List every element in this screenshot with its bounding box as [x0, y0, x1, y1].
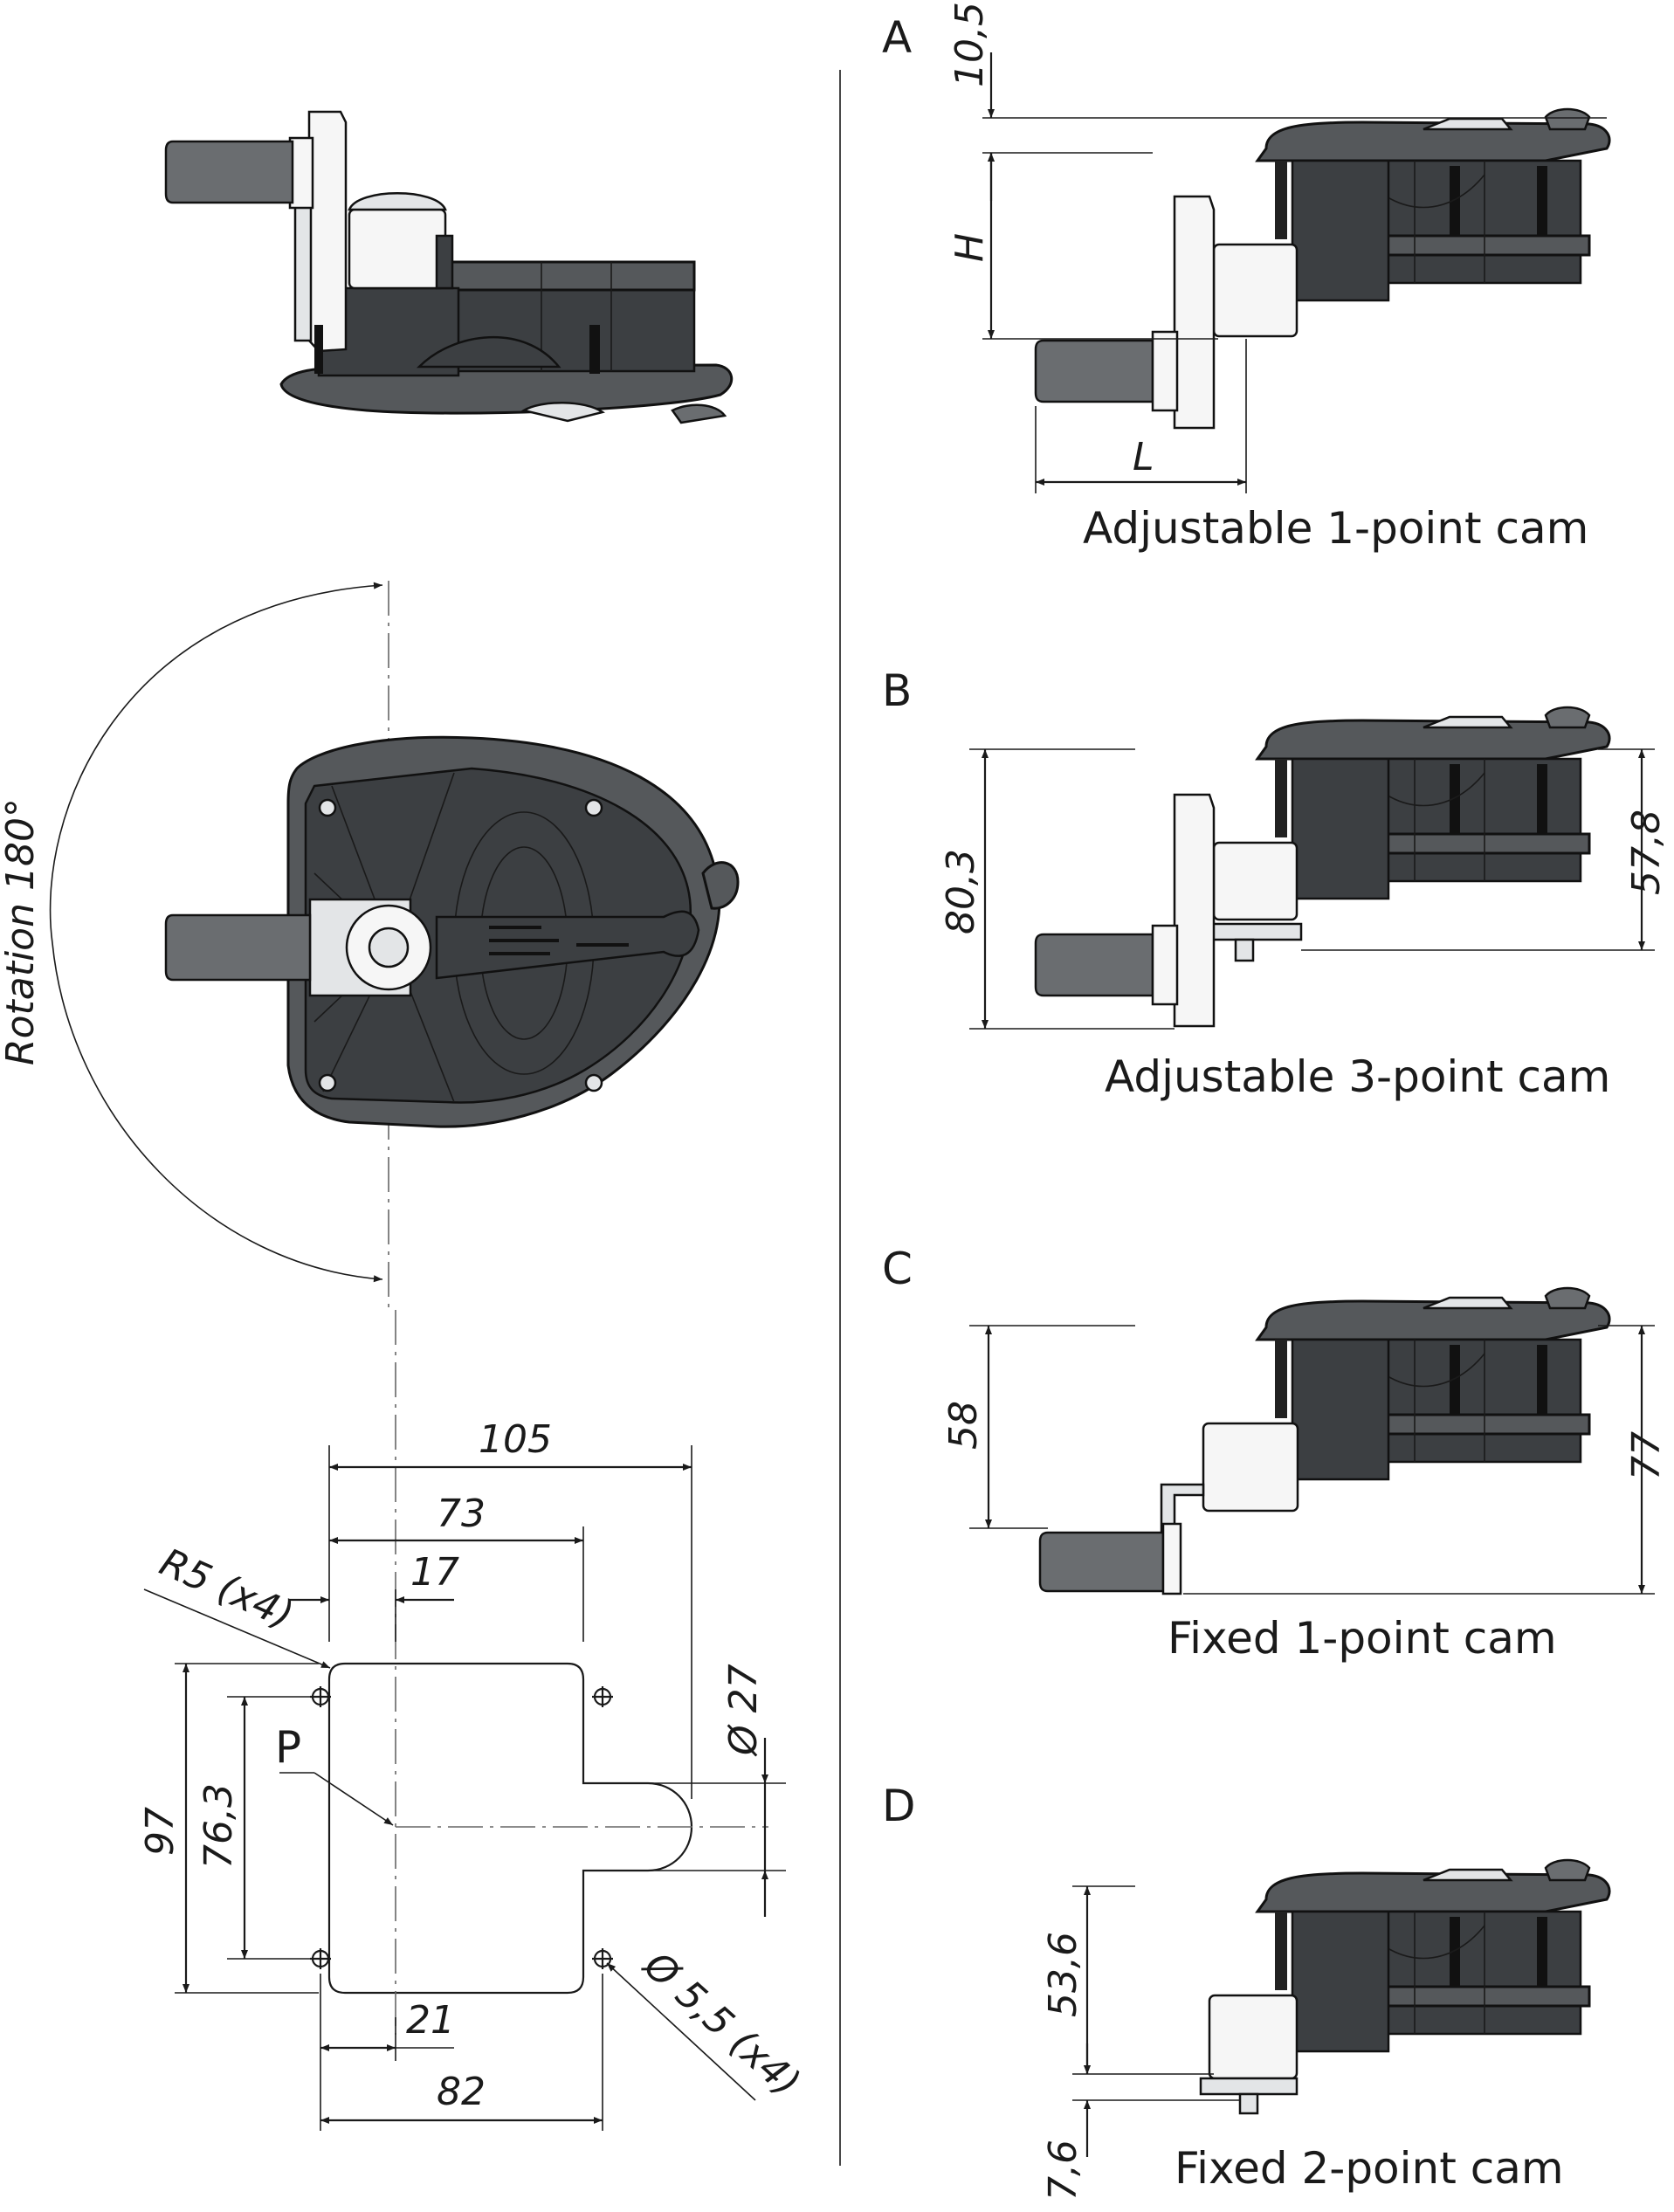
variant-c-dim-left: 58 [941, 1401, 986, 1450]
dim-97: 97 [138, 1807, 183, 1856]
variant-a-dim-l: L [1133, 435, 1154, 479]
cutout-outline [327, 1662, 693, 1995]
rotation-label: Rotation 180° [0, 798, 43, 1065]
dim-82: 82 [437, 2070, 486, 2114]
variant-b-letter: B [882, 665, 912, 716]
variant-c: C 58 77 Fixed 1-point cam [882, 1244, 1669, 1664]
variant-b-dim-right: 57,8 [1624, 810, 1669, 895]
variant-d: D 53,6 7,6 Fixed 2-point cam [882, 1781, 1611, 2201]
variant-a-letter: A [882, 12, 912, 63]
variant-a-caption: Adjustable 1-point cam [1083, 503, 1588, 554]
dim-p: P [275, 1722, 301, 1773]
mounting-holes [310, 1686, 613, 1969]
variant-a-dim-h: H [947, 233, 992, 262]
front-view: Rotation 180° [0, 581, 740, 1310]
variant-d-caption: Fixed 2-point cam [1175, 2143, 1564, 2194]
cutout-drawing: 105 73 17 R5 (x4) P 97 76,3 Ø 27 21 82 [138, 1310, 809, 2131]
variant-c-dim-right: 77 [1624, 1431, 1669, 1480]
variant-c-caption: Fixed 1-point cam [1168, 1613, 1557, 1664]
dim-d27: Ø 27 [721, 1664, 766, 1757]
dim-73: 73 [437, 1492, 486, 1536]
dim-76-3: 76,3 [196, 1783, 241, 1869]
variant-a-dim-top: 10,5 [947, 2, 992, 87]
dim-21: 21 [406, 1998, 455, 2043]
dim-17: 17 [410, 1550, 459, 1595]
variant-c-letter: C [882, 1244, 913, 1294]
variant-d-dim-top: 53,6 [1041, 1932, 1085, 2017]
variant-b: B 80,3 57,8 Adjustable 3-point cam [882, 665, 1669, 1102]
dim-r5: R5 (x4) [154, 1540, 300, 1637]
variant-b-dim-left: 80,3 [939, 849, 983, 934]
variant-a: A 10,5 H L Adjustable 1-point cam [882, 2, 1611, 554]
dim-d5-5: Ø 5,5 (x4) [634, 1942, 809, 2105]
variant-d-letter: D [882, 1781, 916, 1831]
rotation-arc [49, 582, 383, 1283]
side-view [164, 110, 734, 424]
variant-d-dim-bottom: 7,6 [1041, 2140, 1085, 2201]
variant-b-caption: Adjustable 3-point cam [1105, 1051, 1610, 1102]
dim-105: 105 [479, 1417, 552, 1462]
